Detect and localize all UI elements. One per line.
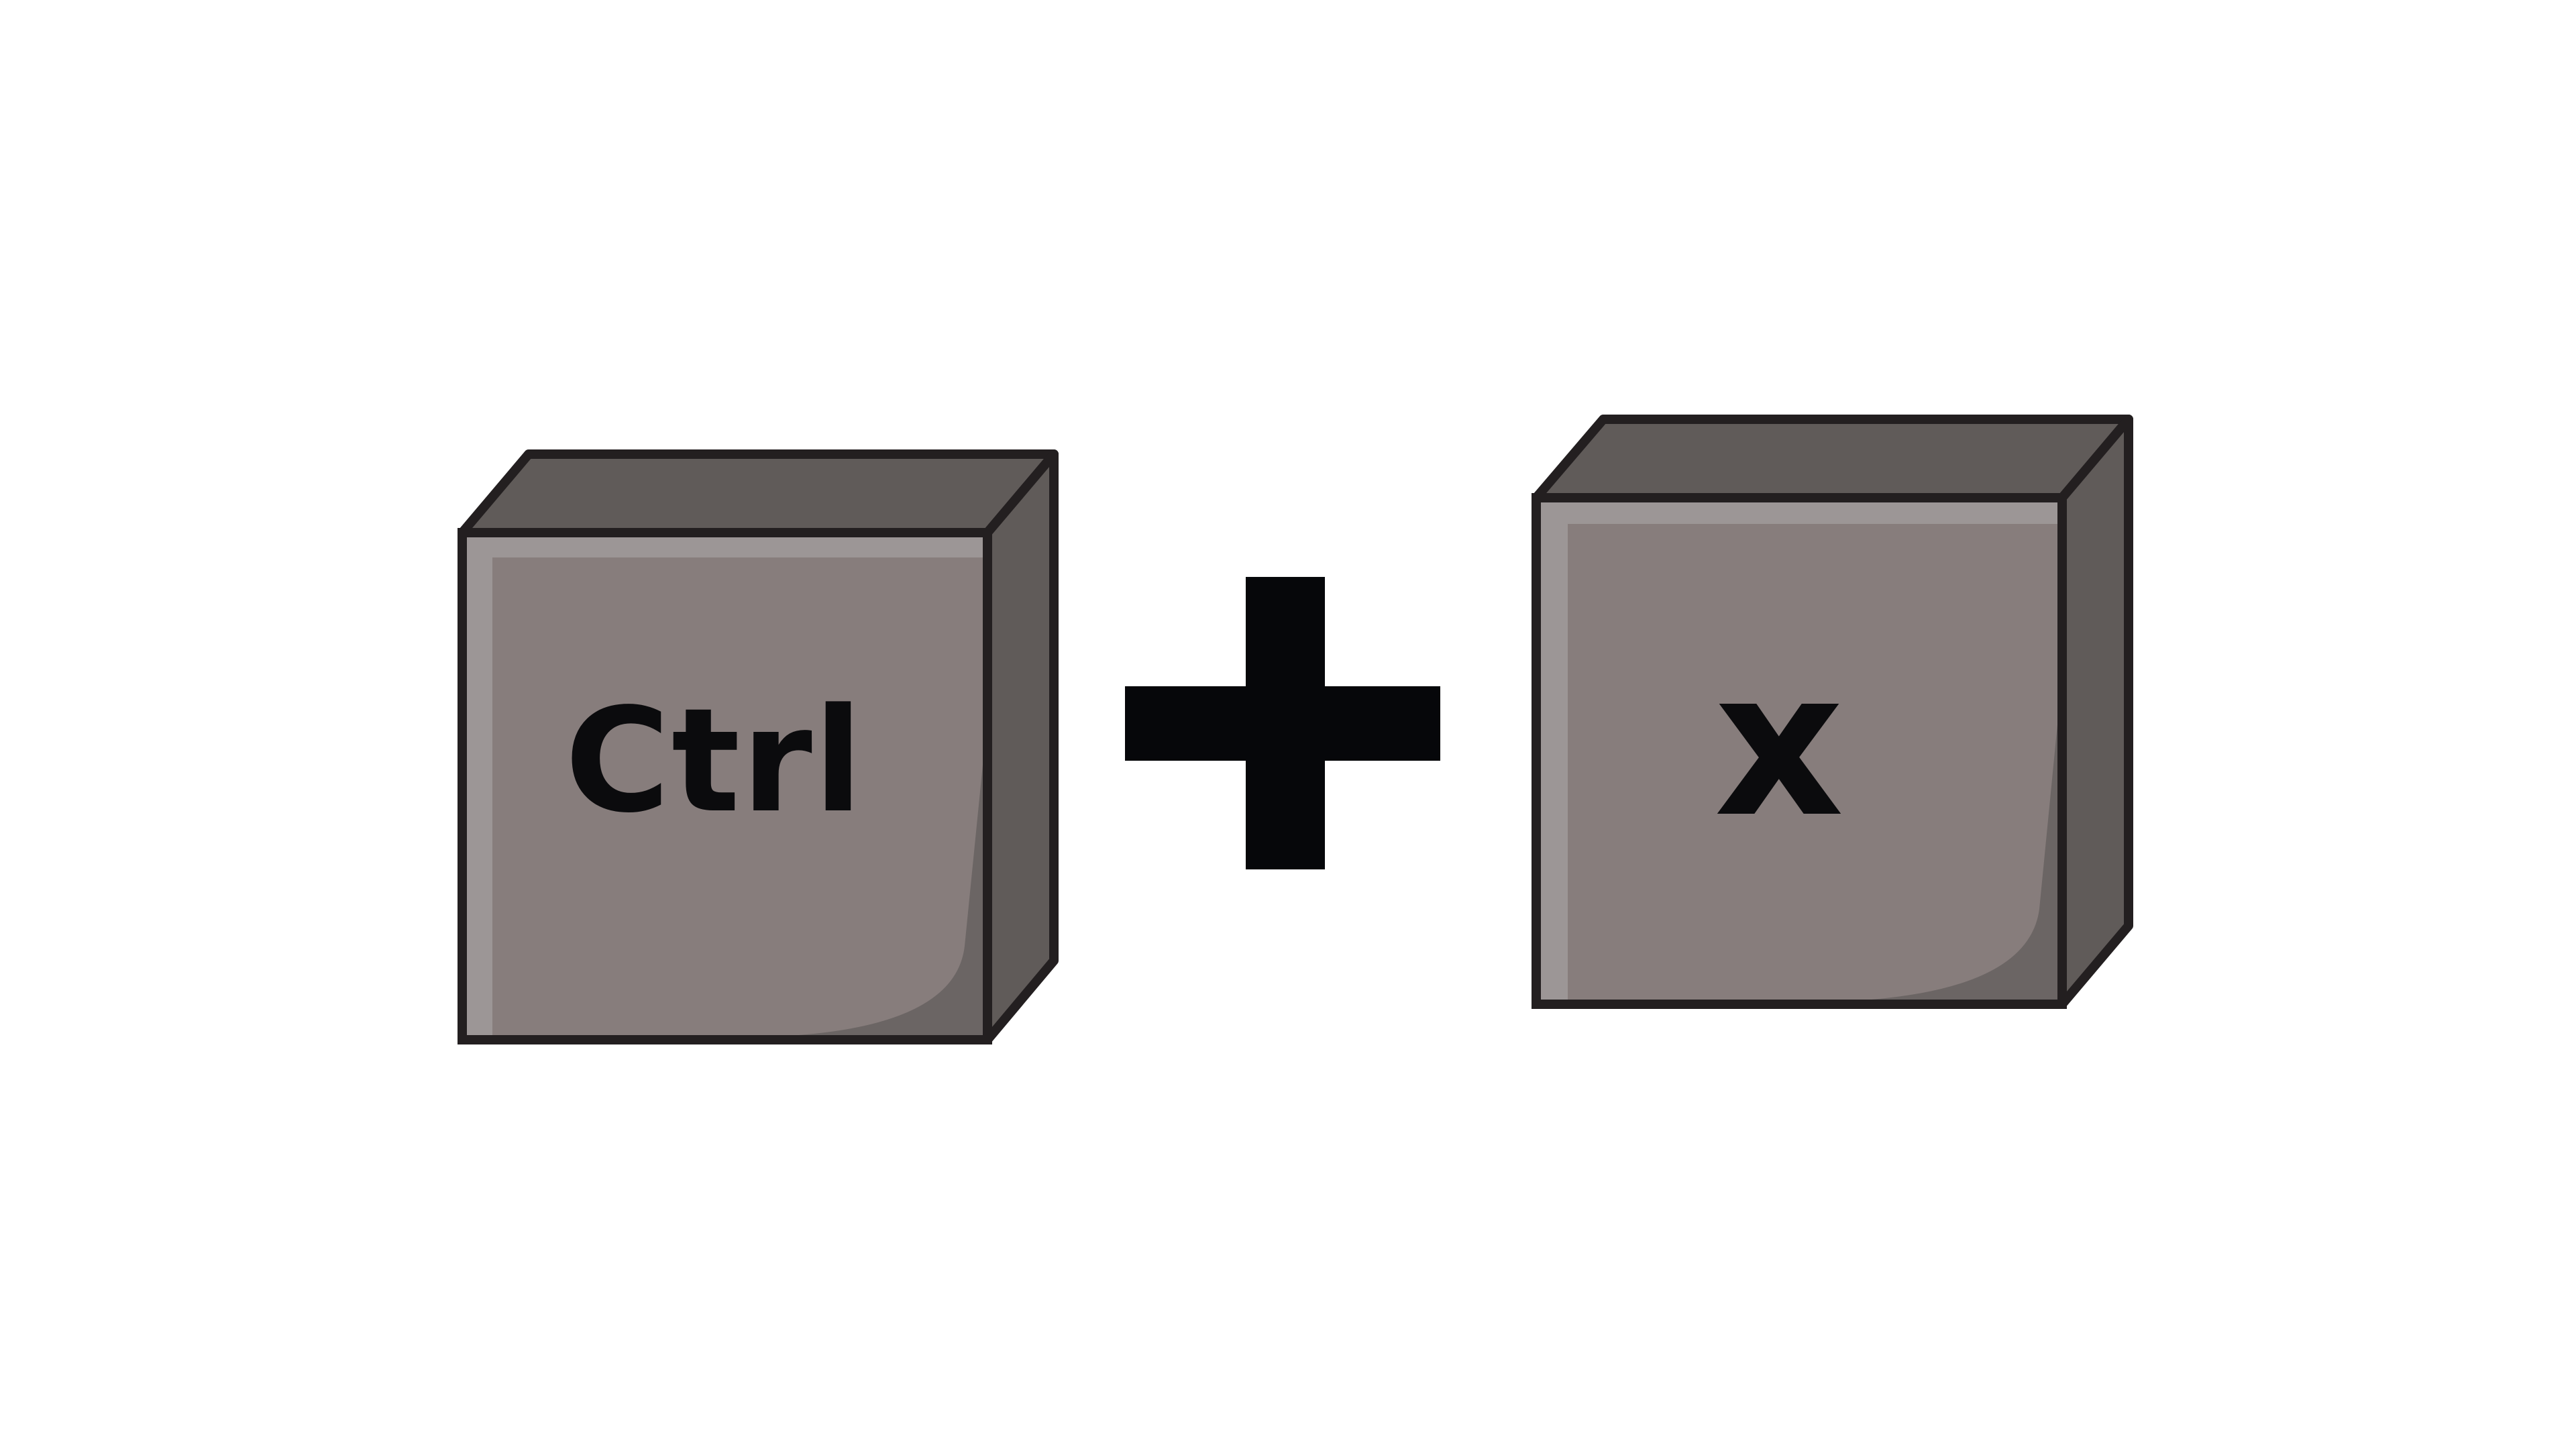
ctrl-key-front-face [458, 528, 992, 1044]
ctrl-key-side-face [983, 449, 1059, 1044]
x-key-side-face [2057, 415, 2133, 1009]
x-key-highlight-top [1541, 502, 2057, 524]
x-key-highlight-left [1541, 502, 1568, 1000]
ctrl-key-top-face [458, 449, 1059, 537]
ctrl-key-highlight-left [467, 537, 492, 1035]
x-key-label: x [1714, 627, 1844, 861]
x-key-shadow-curl [1872, 724, 2057, 1000]
ctrl-key-label: Ctrl [565, 678, 864, 845]
ctrl-key: Ctrl [458, 449, 1059, 1044]
x-key: x [1532, 415, 2133, 1009]
plus-icon-vertical-bar [1246, 577, 1325, 869]
ctrl-key-shadow-curl [798, 765, 983, 1035]
x-key-front-face [1532, 493, 2067, 1009]
ctrl-key-highlight-top [467, 537, 983, 557]
x-key-top-face [1532, 415, 2133, 502]
plus-icon [1125, 577, 1440, 869]
